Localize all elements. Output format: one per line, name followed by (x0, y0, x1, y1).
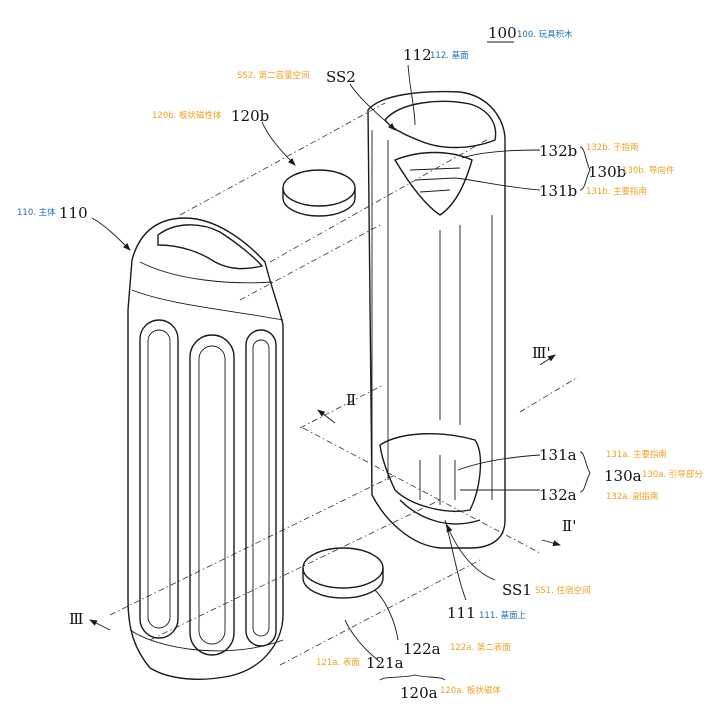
svg-text:112. 基面: 112. 基面 (430, 50, 469, 61)
leader-lines (89, 41, 591, 681)
svg-text:120a: 120a (400, 684, 438, 702)
label-132b: 132b 132b. 子指南 (539, 142, 639, 160)
svg-text:Ⅲ: Ⅲ (69, 610, 83, 628)
label-110: 110. 主体 110 (17, 204, 88, 222)
label-112: 112 112. 基面 (403, 46, 469, 64)
svg-text:112: 112 (403, 46, 432, 64)
svg-text:131a: 131a (539, 446, 577, 464)
label-120a: 120a 120a. 板状磁体 (400, 684, 501, 702)
svg-text:SS1: SS1 (502, 581, 532, 599)
svg-text:121a. 表面: 121a. 表面 (316, 657, 360, 668)
svg-text:110: 110 (59, 204, 88, 222)
label-section-ii: Ⅱ (346, 391, 356, 409)
svg-text:122a: 122a (403, 640, 441, 658)
svg-text:100: 100 (488, 24, 517, 42)
svg-text:111: 111 (447, 604, 476, 622)
svg-text:120b: 120b (231, 107, 269, 125)
svg-text:120a. 板状磁体: 120a. 板状磁体 (440, 685, 501, 696)
svg-text:121a: 121a (366, 654, 404, 672)
magnet-120a (302, 547, 384, 599)
svg-text:130b: 130b (588, 163, 626, 181)
label-section-iii-prime: Ⅲ' (532, 344, 551, 362)
label-111: 111 111. 基面上 (447, 604, 527, 622)
svg-text:SS1. 住宿空间: SS1. 住宿空间 (535, 585, 591, 596)
label-122a: 122a 122a. 第二表面 (403, 640, 511, 658)
label-121a: 121a. 表面 121a (316, 654, 404, 672)
svg-text:132b. 子指南: 132b. 子指南 (586, 142, 639, 153)
svg-text:131b. 主要指南: 131b. 主要指南 (586, 186, 647, 197)
svg-text:120b. 板状磁性体: 120b. 板状磁性体 (152, 110, 222, 121)
label-ss1: SS1 SS1. 住宿空间 (502, 581, 591, 599)
svg-text:Ⅲ': Ⅲ' (532, 344, 551, 362)
label-100: 100 100. 玩具积木 (488, 24, 573, 42)
svg-text:111. 基面上: 111. 基面上 (479, 610, 527, 621)
assembly-guide-lines (109, 102, 579, 666)
svg-text:130a. 引导部分: 130a. 引导部分 (642, 469, 703, 480)
svg-text:Ⅱ: Ⅱ (346, 391, 356, 409)
label-131a: 131a 131a. 主要指南 (539, 446, 667, 464)
label-130a: 130a 130a. 引导部分 (604, 467, 703, 485)
label-130b: 130b 130b. 导向件 (588, 163, 675, 181)
svg-text:131b: 131b (539, 182, 577, 200)
label-section-iii: Ⅲ (69, 610, 83, 628)
svg-text:130a: 130a (604, 467, 642, 485)
label-ss2: SS2. 第二容量空间 SS2 (237, 68, 356, 86)
label-section-ii-prime: Ⅱ' (562, 517, 576, 535)
sectioned-body (367, 90, 506, 549)
svg-text:131a. 主要指南: 131a. 主要指南 (606, 449, 667, 460)
magnet-120b (282, 169, 356, 217)
svg-text:SS2. 第二容量空间: SS2. 第二容量空间 (237, 70, 310, 81)
svg-text:132a: 132a (539, 486, 577, 504)
svg-text:SS2: SS2 (326, 68, 356, 86)
svg-text:132b: 132b (539, 142, 577, 160)
svg-text:130b. 导向件: 130b. 导向件 (622, 165, 675, 176)
label-132a: 132a 132a. 副指南 (539, 486, 658, 504)
svg-text:132a. 副指南: 132a. 副指南 (606, 491, 658, 502)
svg-text:110. 主体: 110. 主体 (17, 207, 56, 218)
label-120b: 120b. 板状磁性体 120b (152, 107, 269, 125)
label-131b: 131b 131b. 主要指南 (539, 182, 647, 200)
svg-text:122a. 第二表面: 122a. 第二表面 (450, 642, 511, 653)
main-body-110 (127, 217, 284, 680)
svg-text:Ⅱ': Ⅱ' (562, 517, 576, 535)
svg-text:100. 玩具积木: 100. 玩具积木 (517, 29, 573, 40)
